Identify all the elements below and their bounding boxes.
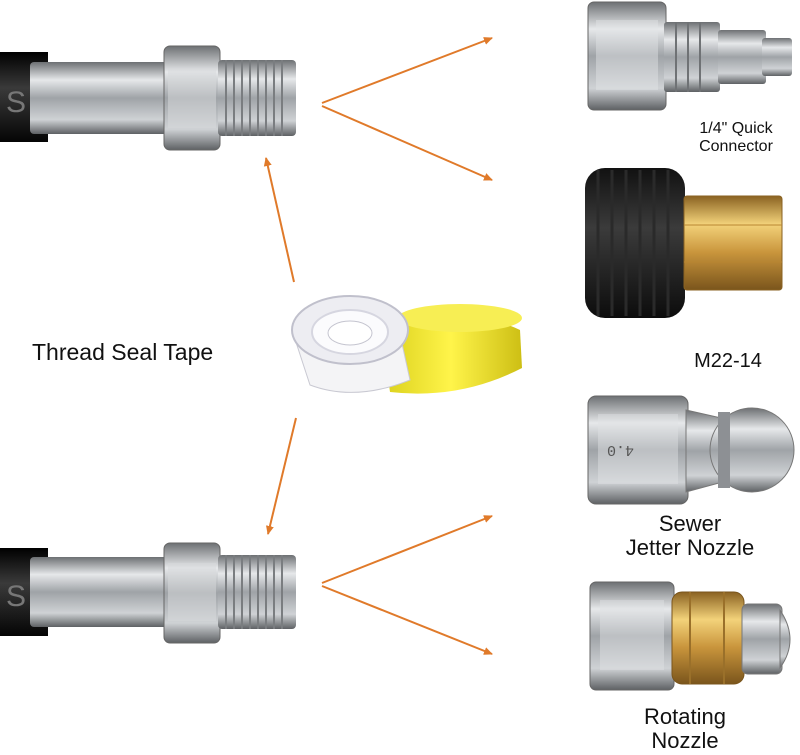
bottom-ferrule [30, 557, 175, 627]
quick-connector-label-line2: Connector [699, 137, 773, 155]
thread-seal-tape-label: Thread Seal Tape [32, 339, 214, 365]
top-hose-fitting: S 10 [0, 45, 296, 151]
top-ferrule [30, 62, 175, 134]
bottom-hose-fitting: S 10 [0, 542, 296, 644]
rotating-nozzle-image [589, 581, 791, 691]
arrow-top-to-quick-connector [321, 37, 493, 104]
tape-yellow-cap [380, 312, 522, 394]
sewer-jetter-nozzle-label: Sewer Jetter Nozzle [590, 511, 790, 561]
sewer-label-line1: Sewer [658, 511, 722, 536]
sewer-jetter-nozzle-image: 4.0 [587, 395, 795, 505]
nozzle-marking: 4.0 [607, 441, 634, 458]
arrows [263, 37, 493, 655]
arrow-top-to-m22 [321, 105, 493, 181]
arrow-bottom-to-sewer [321, 515, 493, 584]
arrow-bottom-to-rotating [321, 585, 493, 655]
rotating-label-line1: Rotating [644, 704, 726, 729]
arrow-tape-to-bottom [265, 417, 297, 535]
quick-connector-image [587, 1, 792, 111]
rotating-label-line2: Nozzle [651, 728, 719, 754]
m22-label: M22-14 [694, 350, 762, 372]
quick-connector-label-line1: 1/4" Quick [699, 120, 773, 137]
arrow-tape-to-top [263, 157, 295, 283]
sewer-label-line2: Jetter Nozzle [625, 535, 755, 561]
rotating-nozzle-label: Rotating Nozzle [615, 704, 755, 754]
thread-seal-tape-roll [291, 295, 522, 394]
m22-fitting-image [585, 168, 783, 318]
quick-connector-label: 1/4" Quick Connector [676, 120, 796, 155]
